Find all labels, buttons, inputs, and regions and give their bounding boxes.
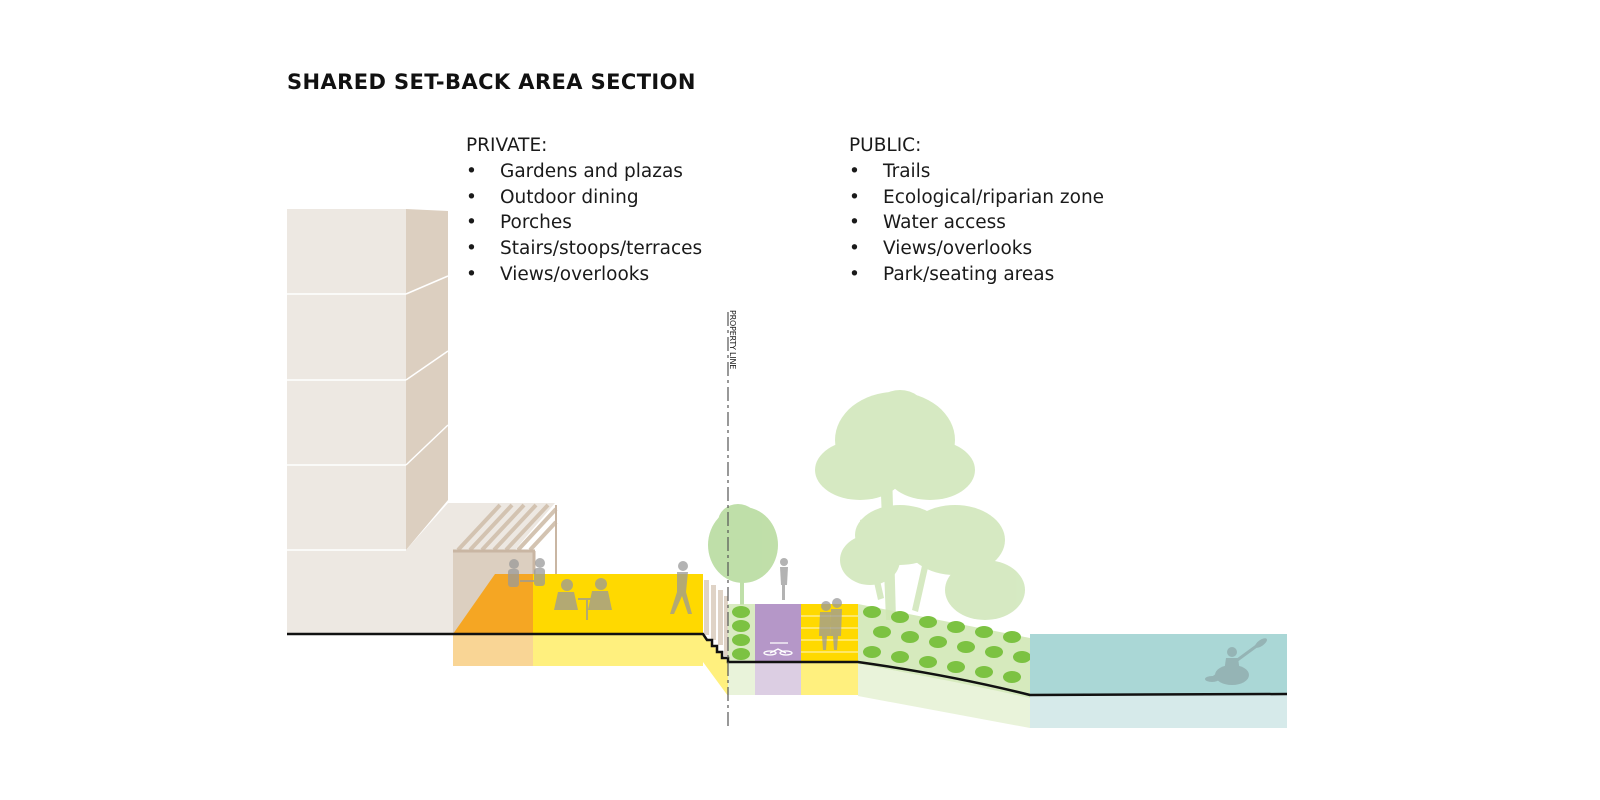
public-item-label: Views/overlooks xyxy=(883,238,1033,260)
public-item-label: Ecological/riparian zone xyxy=(883,186,1105,208)
shrub-icon xyxy=(891,651,909,663)
bullet-icon: • xyxy=(849,186,860,208)
riparian-trees xyxy=(815,390,1025,620)
private-item: • Views/overlooks xyxy=(466,262,702,288)
private-item: • Porches xyxy=(466,210,702,236)
shrub-icon xyxy=(1013,651,1031,663)
water-below xyxy=(1030,695,1287,728)
bullet-icon: • xyxy=(466,263,477,285)
kayaker-icon xyxy=(1205,638,1267,685)
public-uses-list: PUBLIC: • Trails • Ecological/riparian zon… xyxy=(849,133,1104,288)
bike-trail-zone xyxy=(755,604,801,662)
shrub-icon xyxy=(919,616,937,628)
public-item-label: Park/seating areas xyxy=(883,263,1055,285)
bullet-icon: • xyxy=(466,212,477,234)
porch-zone-below xyxy=(453,634,533,666)
shrub-icon xyxy=(919,656,937,668)
private-uses-list: PRIVATE: • Gardens and plazas • Outdoor di… xyxy=(466,133,702,288)
bullet-icon: • xyxy=(466,160,477,182)
shrub-icon xyxy=(1003,631,1021,643)
shrub-icon xyxy=(732,634,750,646)
shrub-icon xyxy=(957,641,975,653)
shrub-icon xyxy=(975,666,993,678)
public-item: • Water access xyxy=(849,210,1104,236)
shrub-icon xyxy=(732,620,750,632)
shrub-icon xyxy=(947,621,965,633)
diners-porch-icon xyxy=(508,558,545,587)
plaza-zone xyxy=(533,574,703,634)
stoop-terraces xyxy=(704,580,728,656)
bike-lane-icon xyxy=(763,642,793,656)
shrub-icon xyxy=(732,606,750,618)
bullet-icon: • xyxy=(466,238,477,260)
street-tree xyxy=(708,504,778,605)
private-item-label: Outdoor dining xyxy=(500,186,639,208)
public-item: • Ecological/riparian zone xyxy=(849,185,1104,211)
shrub-icon xyxy=(985,646,1003,658)
public-heading: PUBLIC: xyxy=(849,135,922,156)
bullet-icon: • xyxy=(849,263,860,285)
public-item: • Trails xyxy=(849,159,1104,185)
shrub-icon xyxy=(873,626,891,638)
private-item-label: Views/overlooks xyxy=(500,263,650,285)
water-zone xyxy=(1030,634,1287,695)
walking-couple-icon xyxy=(819,598,842,650)
public-item: • Park/seating areas xyxy=(849,262,1104,288)
riparian-zone-below xyxy=(858,664,1030,728)
private-item: • Stairs/stoops/terraces xyxy=(466,236,702,262)
private-item-label: Porches xyxy=(500,212,572,234)
cyclist-icon xyxy=(780,558,788,600)
public-item-label: Water access xyxy=(883,212,1006,234)
property-line-label: PROPERTY LINE xyxy=(728,310,737,370)
pedestrian-icon xyxy=(670,561,692,614)
shrub-icon xyxy=(929,636,947,648)
shrub-icon xyxy=(975,626,993,638)
plaza-zone-below xyxy=(533,634,703,666)
shrubs xyxy=(732,606,1031,683)
private-item-label: Stairs/stoops/terraces xyxy=(500,238,703,260)
building xyxy=(287,209,555,634)
diners-plaza-icon xyxy=(554,578,612,620)
public-item-label: Trails xyxy=(883,160,931,182)
shrub-icon xyxy=(732,648,750,660)
shrub-icon xyxy=(901,631,919,643)
shrub-icon xyxy=(947,661,965,673)
bullet-icon: • xyxy=(466,186,477,208)
private-heading: PRIVATE: xyxy=(466,135,548,156)
private-item-label: Gardens and plazas xyxy=(500,160,683,182)
ground-line xyxy=(287,632,1288,697)
shrub-icon xyxy=(891,611,909,623)
building-side xyxy=(406,209,448,550)
bullet-icon: • xyxy=(849,212,860,234)
private-item: • Gardens and plazas xyxy=(466,159,702,185)
shrub-icon xyxy=(863,646,881,658)
walking-trail-below xyxy=(801,662,858,695)
planting-strip-below xyxy=(728,662,755,695)
building-base xyxy=(287,550,453,634)
diagram-title: SHARED SET-BACK AREA SECTION xyxy=(287,70,696,94)
bike-trail-below xyxy=(755,662,801,695)
public-item: • Views/overlooks xyxy=(849,236,1104,262)
people-silhouettes xyxy=(508,558,1267,685)
shrub-icon xyxy=(1003,671,1021,683)
bullet-icon: • xyxy=(849,160,860,182)
shrub-icon xyxy=(863,606,881,618)
private-item: • Outdoor dining xyxy=(466,185,702,211)
porch-zone xyxy=(453,574,533,634)
bullet-icon: • xyxy=(849,238,860,260)
